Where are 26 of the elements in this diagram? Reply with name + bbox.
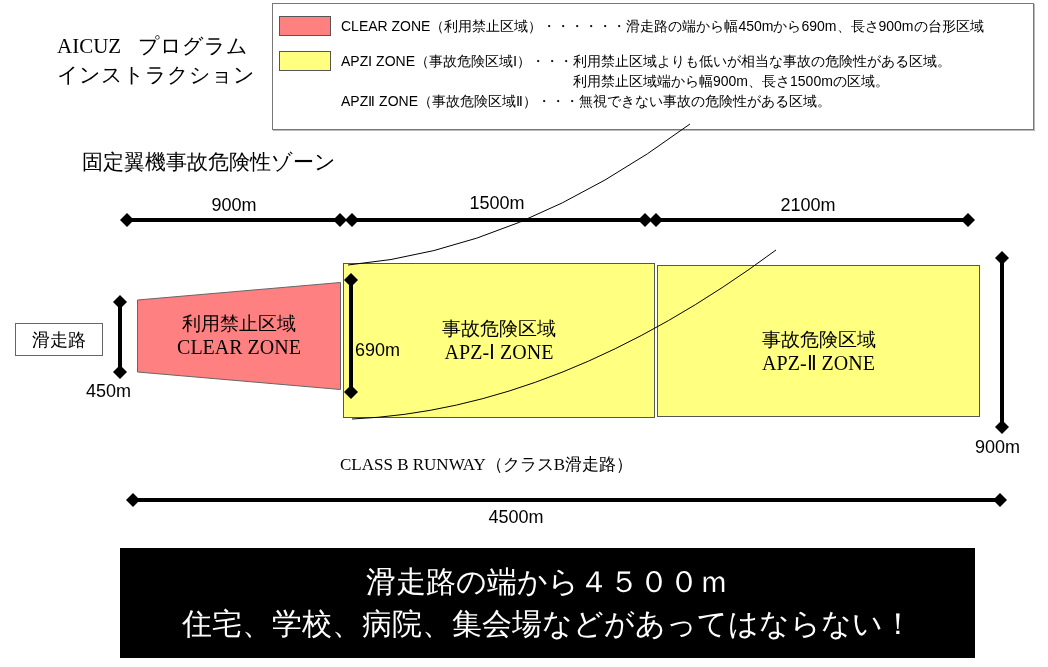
zone-name: 利用禁止区域 — [182, 313, 296, 335]
dimension-label: 450m — [86, 380, 132, 402]
warning-banner — [120, 548, 975, 658]
zone-name: 事故危険区域 — [442, 317, 556, 340]
zone-code: APZ-Ⅰ ZONE — [444, 339, 554, 364]
dimension-label: 1500m — [469, 192, 525, 214]
zone-code: APZ-Ⅱ ZONE — [762, 351, 875, 375]
banner-text: 住宅、学校、病院、集会場などがあってはならない！ — [182, 606, 913, 642]
zone-rectangle — [657, 265, 980, 417]
dimension-label: 690m — [355, 339, 401, 361]
box-label: 滑走路 — [32, 328, 86, 351]
legend-text: APZⅡ ZONE（事故危険区域Ⅱ）・・・無視できない事故の危険性がある区域。 — [341, 92, 831, 111]
legend-text: APZⅠ ZONE（事故危険区域Ⅰ）・・・利用禁止区域よりも低いが相当な事故の危険性がある区域。利用禁止区域端から幅900m、長さ1500mの区域。 — [341, 52, 952, 91]
subtitle: 固定翼機事故危険性ゾーン — [82, 149, 336, 175]
runway-caption: CLASS B RUNWAY（クラスB滑走路） — [340, 454, 634, 476]
legend-text: CLEAR ZONE（利用禁止区域）・・・・・・滑走路の端から幅450mから690m、長さ900mの台形区域 — [341, 17, 984, 36]
dimension-label: 900m — [211, 194, 257, 216]
dimension-label: 900m — [975, 436, 1021, 458]
zone-code: CLEAR ZONE — [177, 335, 301, 359]
banner-text: 滑走路の端から４５００ｍ — [366, 564, 729, 600]
diagram-title: AICUZ プログラムインストラクション — [57, 33, 256, 89]
dimension-label: 2100m — [780, 194, 836, 216]
zone-rectangle — [343, 263, 655, 418]
dimension-label: 4500m — [488, 506, 544, 528]
label-box — [15, 323, 103, 356]
zone-name: 事故危険区域 — [761, 329, 876, 351]
